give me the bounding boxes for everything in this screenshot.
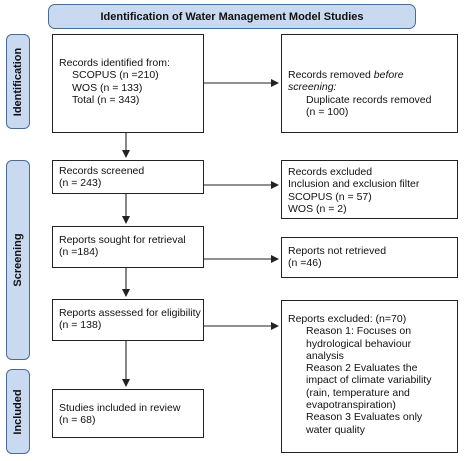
removed-line4: (n = 100) (306, 105, 349, 118)
not-retrieved-title: Reports not retrieved (288, 245, 387, 257)
assessed-count: (n = 138) (59, 319, 102, 332)
box-records-removed: Records removed before screening: Duplic… (281, 34, 458, 133)
excluded-title: Records excluded (288, 166, 373, 178)
identified-title: Records identified from: (59, 57, 170, 69)
phase-identification: Identification (6, 34, 30, 129)
removed-line2: screening: (288, 81, 337, 94)
box-records-identified: Records identified from: SCOPUS (n =210)… (52, 34, 204, 133)
box-reports-assessed: Reports assessed for eligibility (n = 13… (52, 299, 204, 341)
included-title: Studies included in review (59, 402, 181, 414)
excluded-line2: Inclusion and exclusion filter (288, 178, 420, 191)
reason-line: analysis (306, 349, 344, 362)
reason-line: (rain, temperature and (306, 386, 410, 399)
reason-line: Reason 2 Evaluates the (306, 362, 418, 375)
box-records-screened: Records screened (n = 243) (52, 160, 204, 194)
reason-line: evapotranspiration) (306, 399, 396, 412)
removed-line1-prefix: Records removed (288, 69, 374, 81)
diagram-header: Identification of Water Management Model… (48, 4, 416, 29)
reason-line: Reason 1: Focuses on (306, 325, 412, 338)
screened-count: (n = 243) (59, 177, 102, 190)
excluded-scopus: SCOPUS (n = 57) (288, 190, 372, 203)
included-count: (n = 68) (59, 414, 96, 427)
box-records-excluded: Records excluded Inclusion and exclusion… (281, 160, 458, 219)
reason-line: hydrological behaviour (306, 337, 412, 350)
screened-title: Records screened (59, 165, 145, 177)
phase-screening: Screening (6, 160, 30, 360)
assessed-title: Reports assessed for eligibility (59, 307, 201, 319)
reports-excluded-title: Reports excluded: (n=70) (288, 313, 407, 325)
excluded-wos: WOS (n = 2) (288, 202, 347, 215)
box-reports-not-retrieved: Reports not retrieved (n =46) (281, 237, 458, 278)
box-reports-sought: Reports sought for retrieval (n =184) (52, 226, 204, 268)
sought-count: (n =184) (59, 246, 99, 259)
sought-title: Reports sought for retrieval (59, 234, 186, 246)
identified-wos: WOS (n = 133) (72, 81, 143, 94)
identified-scopus: SCOPUS (n =210) (72, 69, 159, 82)
reason-line: Reason 3 Evaluates only (306, 411, 423, 424)
removed-line1-italic: before (373, 69, 404, 81)
reason-line: impact of climate variability (306, 374, 432, 387)
not-retrieved-count: (n =46) (288, 257, 322, 270)
box-reports-excluded: Reports excluded: (n=70) Reason 1: Focus… (281, 300, 458, 453)
removed-line3: Duplicate records removed (306, 93, 432, 106)
phase-included: Included (6, 369, 30, 454)
removed-line1: Records removed before (288, 69, 451, 81)
box-studies-included: Studies included in review (n = 68) (52, 389, 204, 438)
identified-total: Total (n = 343) (72, 93, 140, 106)
reason-line: water quality (306, 423, 365, 436)
diagram-title: Identification of Water Management Model… (100, 10, 364, 23)
